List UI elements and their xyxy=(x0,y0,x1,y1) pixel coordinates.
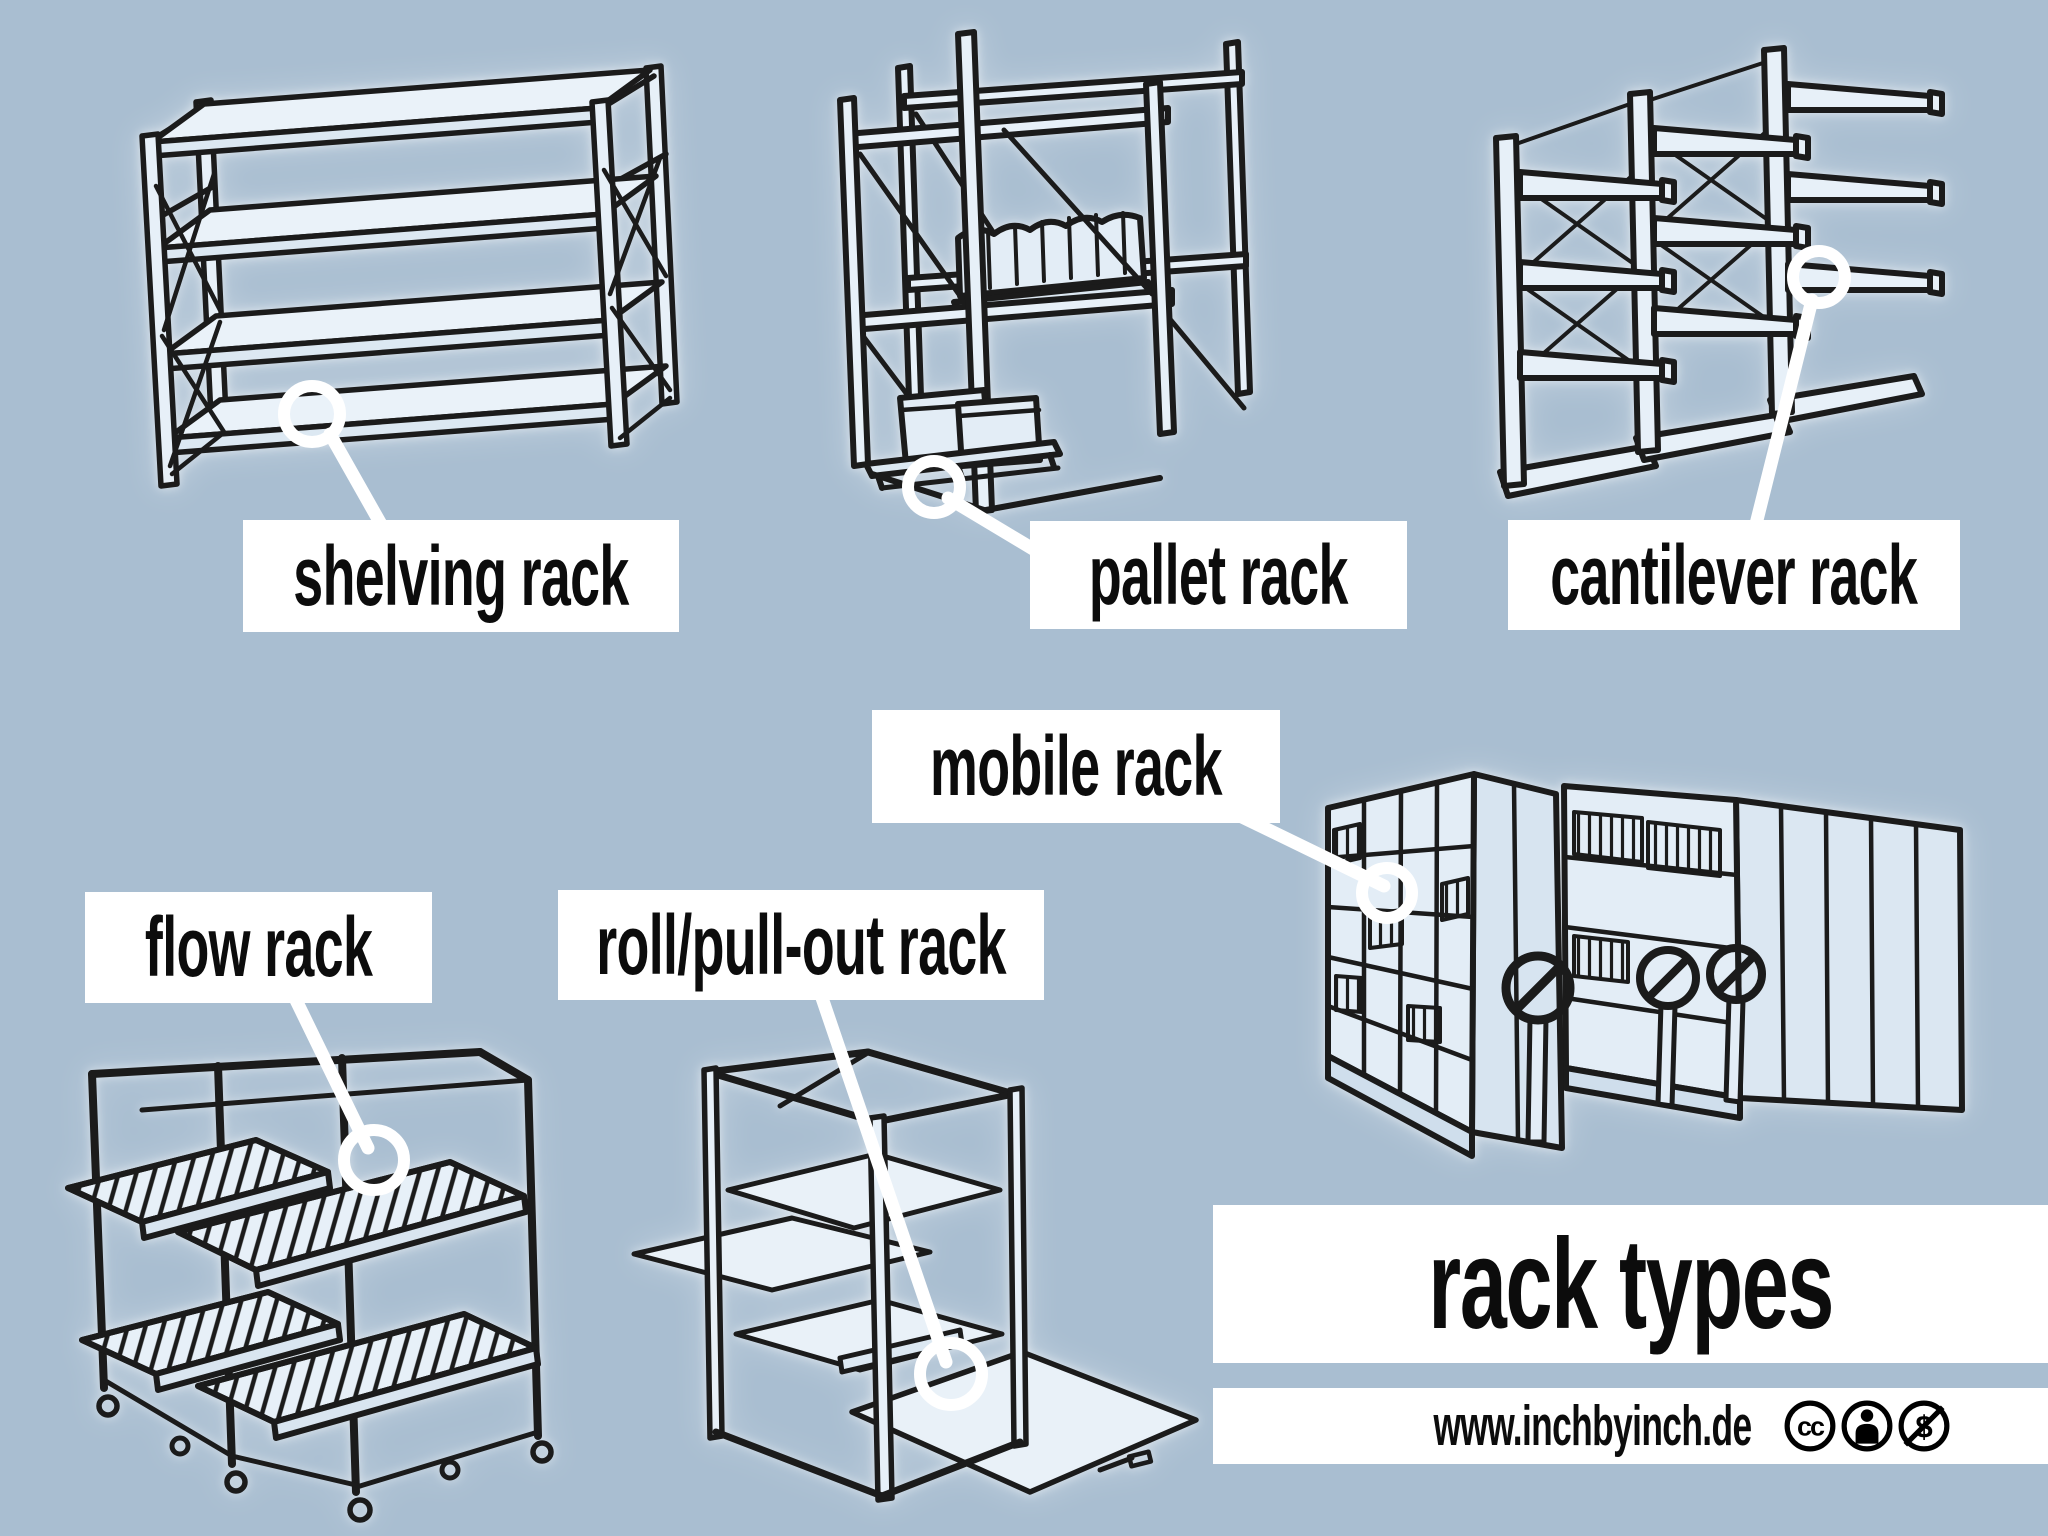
label-roll-pull-out-rack-text: roll/pull-out rack xyxy=(596,897,1006,992)
label-pallet-rack-text: pallet rack xyxy=(1089,527,1349,622)
label-roll-pull-out-rack: roll/pull-out rack xyxy=(558,890,1044,1000)
svg-text:cc: cc xyxy=(1797,1411,1825,1441)
title-banner: rack types xyxy=(1213,1205,2048,1363)
label-flow-rack-text: flow rack xyxy=(144,900,373,994)
label-mobile-rack: mobile rack xyxy=(872,710,1280,823)
page-title: rack types xyxy=(1428,1212,1834,1356)
flow-rack-illustration xyxy=(30,1040,600,1536)
mobile-rack-illustration xyxy=(1312,766,2002,1246)
shelving-rack-illustration xyxy=(80,18,700,518)
website-url: www.inchbyinch.de xyxy=(1433,1394,1752,1458)
label-cantilever-rack: cantilever rack xyxy=(1508,520,1960,630)
roll-pull-out-rack-illustration xyxy=(630,1040,1220,1536)
label-flow-rack: flow rack xyxy=(85,892,432,1003)
cantilever-rack-illustration xyxy=(1450,4,2048,532)
footer-bar: www.inchbyinch.de cc $ xyxy=(1213,1388,2048,1464)
label-shelving-rack: shelving rack xyxy=(243,520,679,632)
label-mobile-rack-text: mobile rack xyxy=(930,719,1222,813)
license-icons: cc $ xyxy=(1783,1399,1951,1453)
attribution-icon xyxy=(1841,1400,1893,1452)
cc-icon: cc xyxy=(1784,1400,1836,1452)
pallet-rack-illustration xyxy=(808,12,1378,532)
label-cantilever-rack-text: cantilever rack xyxy=(1550,527,1919,622)
label-shelving-rack-text: shelving rack xyxy=(293,528,629,623)
noncommercial-icon: $ xyxy=(1898,1400,1950,1452)
label-pallet-rack: pallet rack xyxy=(1030,521,1407,629)
